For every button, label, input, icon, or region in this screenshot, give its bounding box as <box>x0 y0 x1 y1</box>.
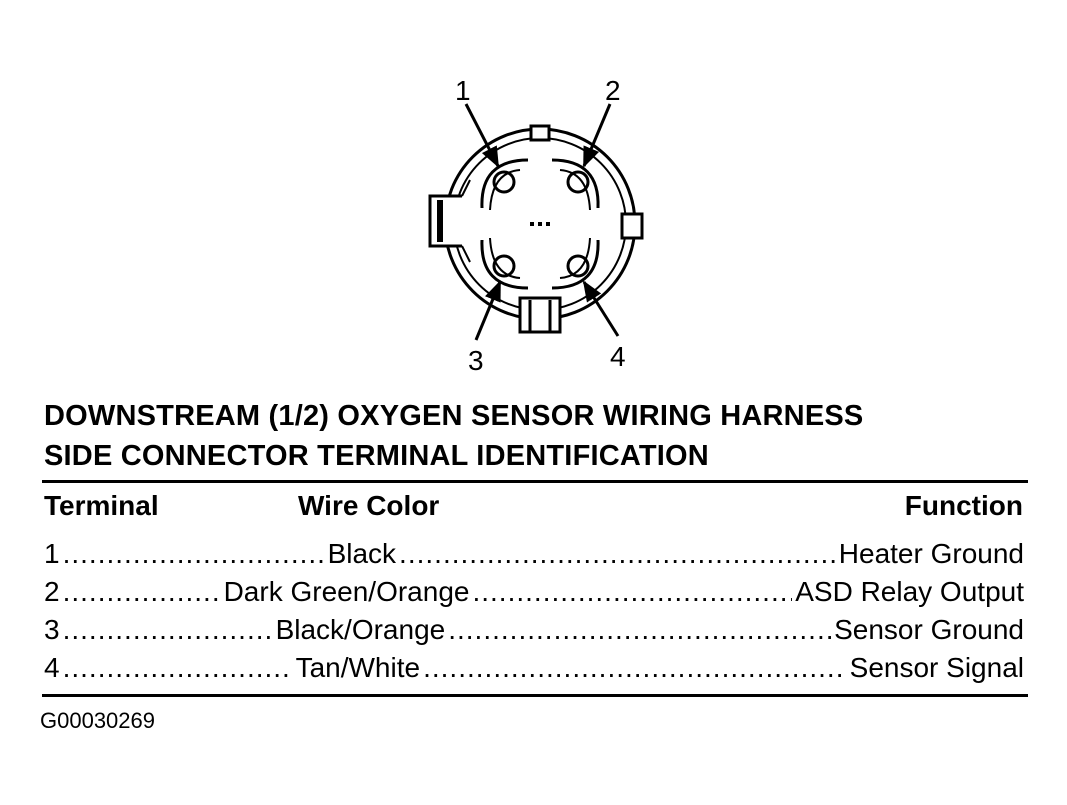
terminal-function: Sensor Ground <box>834 614 1024 645</box>
pin-label-2: 2 <box>605 75 621 106</box>
dot-leader <box>399 536 836 572</box>
pin-1 <box>492 170 516 194</box>
wire-color: Black <box>327 538 397 569</box>
figure-code: G00030269 <box>40 708 155 733</box>
table-top-rule <box>42 480 1028 483</box>
connector-right-tab <box>620 212 644 240</box>
leader-line-2 <box>582 103 612 168</box>
center-dots <box>530 222 550 226</box>
wire-color: Black/Orange <box>275 614 446 645</box>
connector-top-tab <box>529 124 551 142</box>
pin-label-4: 4 <box>610 341 626 372</box>
pin-cavity-2 <box>551 158 600 209</box>
wire-color: Dark Green/Orange <box>223 576 470 607</box>
header-wire-color: Wire Color <box>298 490 440 521</box>
terminal-number: 4 <box>44 652 60 683</box>
leader-line-3 <box>474 280 502 341</box>
dot-leader <box>63 612 273 648</box>
title-line-1: DOWNSTREAM (1/2) OXYGEN SENSOR WIRING HA… <box>44 400 864 432</box>
dot-leader <box>63 574 221 610</box>
connector-bottom-lock <box>518 296 562 334</box>
terminal-function: ASD Relay Output <box>795 576 1024 607</box>
pin-cavity-4 <box>551 239 600 290</box>
connector-left-latch <box>428 194 462 248</box>
table-row: 1 Black Heater Ground <box>44 536 1024 572</box>
connector-diagram: 1 2 3 4 <box>428 75 644 376</box>
title-line-2: SIDE CONNECTOR TERMINAL IDENTIFICATION <box>44 440 709 472</box>
terminal-function: Sensor Signal <box>849 652 1024 683</box>
table-row: 4 Tan/White Sensor Signal <box>44 650 1024 686</box>
table-row: 3 Black/Orange Sensor Ground <box>44 612 1024 648</box>
terminal-number: 2 <box>44 576 60 607</box>
wire-color: Tan/White <box>295 652 421 683</box>
header-terminal: Terminal <box>44 490 159 521</box>
pin-cavity-3 <box>480 239 529 290</box>
terminal-number: 1 <box>44 538 60 569</box>
leader-line-1 <box>464 103 500 168</box>
pin-label-1: 1 <box>455 75 471 106</box>
dot-leader <box>63 650 293 686</box>
table-bottom-rule <box>42 694 1028 697</box>
pin-4 <box>566 254 590 278</box>
pin-2 <box>566 170 590 194</box>
dot-leader <box>472 574 792 610</box>
terminal-number: 3 <box>44 614 60 645</box>
header-function: Function <box>904 490 1023 521</box>
diagram-title: DOWNSTREAM (1/2) OXYGEN SENSOR WIRING HA… <box>44 396 863 476</box>
dot-leader <box>423 650 847 686</box>
leader-line-4 <box>582 280 620 337</box>
dot-leader <box>448 612 831 648</box>
terminal-function: Heater Ground <box>838 538 1024 569</box>
dot-leader <box>63 536 325 572</box>
pin-cavity-1 <box>480 158 529 209</box>
pin-3 <box>492 254 516 278</box>
table-row: 2 Dark Green/Orange ASD Relay Output <box>44 574 1024 610</box>
pin-label-3: 3 <box>468 345 484 376</box>
